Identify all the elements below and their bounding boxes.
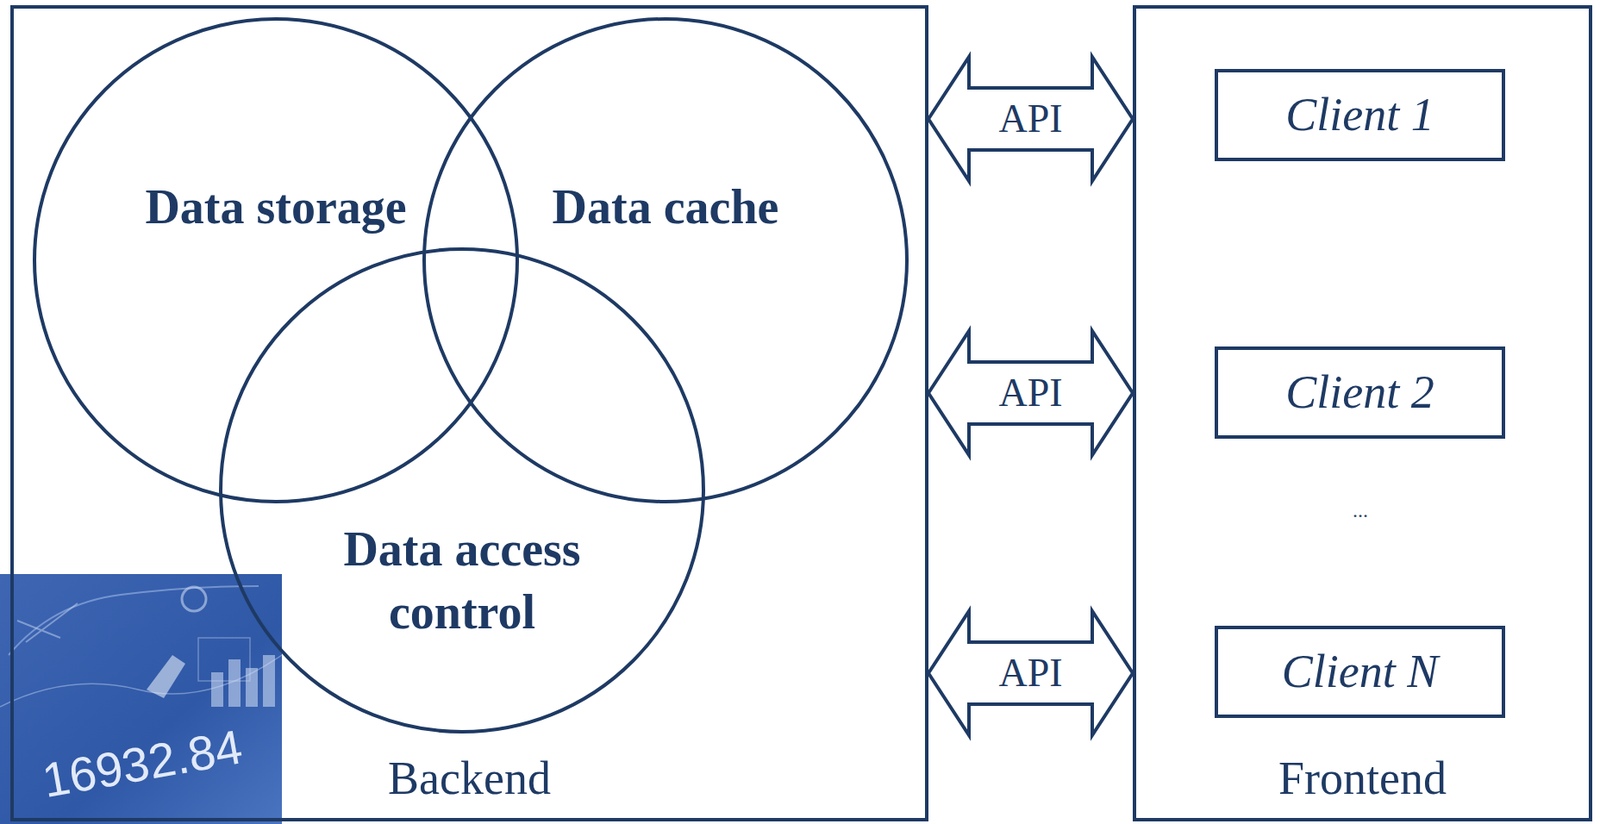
circle-outline	[32, 17, 519, 504]
api-label: API	[998, 99, 1063, 139]
circle-outline	[422, 17, 909, 504]
venn-circle: Data access control	[218, 247, 706, 734]
circle-label: Data access control	[315, 518, 609, 644]
circle-outline	[34, 18, 518, 502]
client-label: Client N	[1281, 643, 1439, 700]
venn-circle: Data storage	[32, 17, 519, 504]
api-double-arrow	[928, 611, 1133, 736]
client-box: Client N	[1214, 625, 1506, 719]
panel-title: Frontend	[1136, 750, 1589, 807]
api-double-arrow	[928, 331, 1133, 456]
circle-label: Data cache	[484, 178, 847, 237]
photo-number: 16932.84	[38, 719, 247, 807]
backend-panel: BackendData storageData cacheData access…	[10, 5, 929, 822]
circle-label: Data storage	[94, 178, 457, 237]
photo-illustration	[0, 574, 282, 824]
frontend-panel: Frontend Client 1 Client 2 Client N	[1132, 5, 1593, 822]
circle-outline	[218, 247, 706, 734]
client-label: Client 1	[1285, 87, 1435, 144]
circle-outline	[424, 18, 907, 502]
client-label: Client 2	[1285, 364, 1435, 421]
circle-outline	[220, 249, 704, 732]
api-label: API	[998, 653, 1063, 694]
client-box: Client 2	[1214, 346, 1506, 439]
ellipsis-note: ...	[1352, 499, 1369, 522]
venn-circle: Data cache	[422, 17, 909, 504]
api-label: API	[998, 373, 1063, 413]
api-double-arrow	[928, 56, 1133, 182]
client-box: Client 1	[1214, 68, 1506, 162]
